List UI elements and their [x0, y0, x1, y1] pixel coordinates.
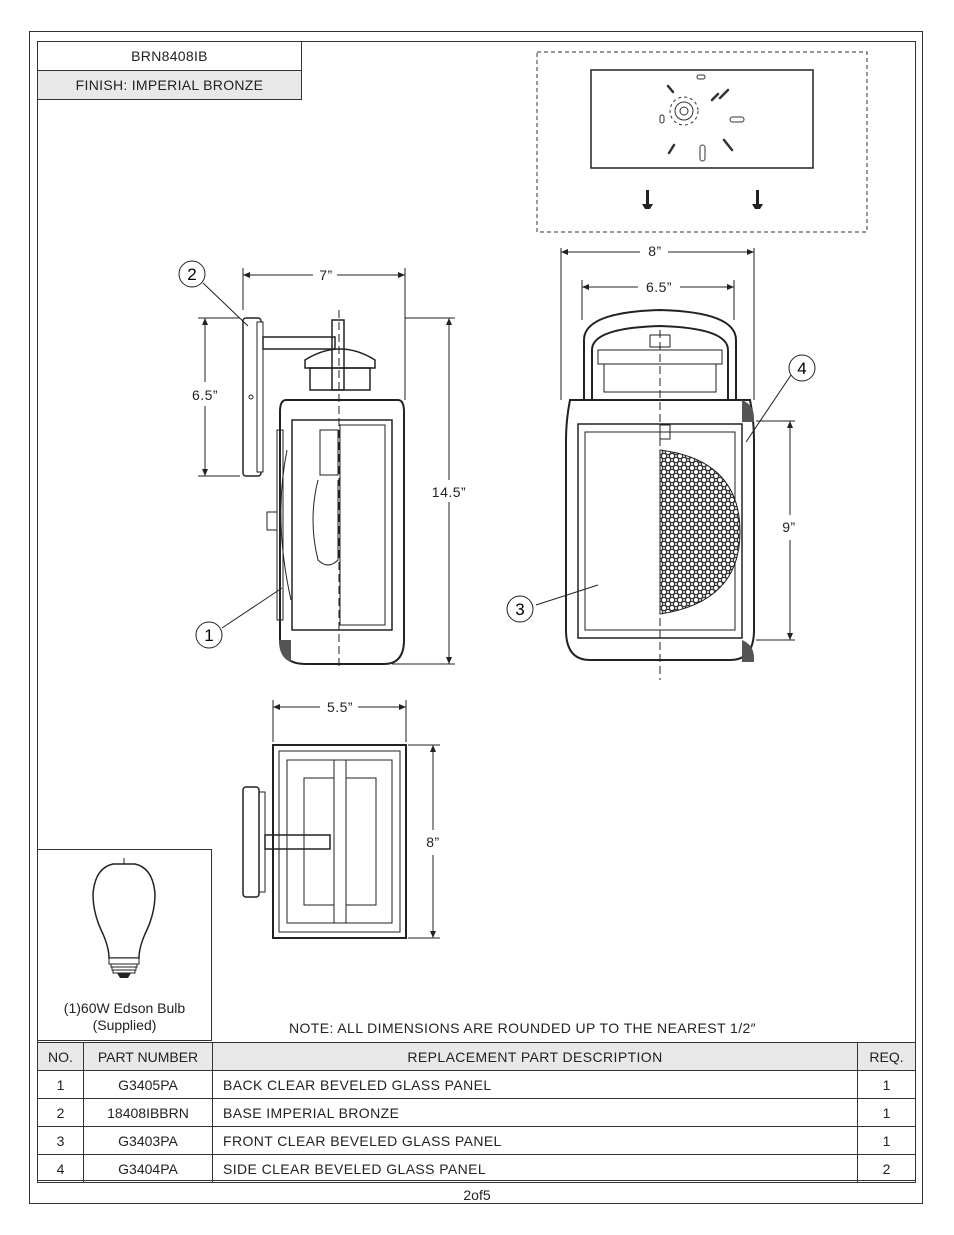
table-row: 4 G3404PA SIDE CLEAR BEVELED GLASS PANEL…	[37, 1154, 916, 1183]
dimensions-note: NOTE: ALL DIMENSIONS ARE ROUNDED UP TO T…	[289, 1020, 757, 1036]
row-part-number: 18408IBBRN	[83, 1098, 213, 1127]
side-view	[198, 268, 455, 668]
callout-2: 2	[178, 260, 206, 288]
row-req: 1	[857, 1098, 916, 1127]
row-no: 1	[37, 1070, 84, 1099]
header-no: NO.	[37, 1042, 84, 1071]
svg-text:1: 1	[204, 626, 213, 645]
parts-table: NO. PART NUMBER REPLACEMENT PART DESCRIP…	[37, 1042, 916, 1183]
outer-frame	[29, 31, 923, 1204]
callout-4: 4	[788, 354, 816, 382]
dim-overall-height: 14.5”	[432, 484, 466, 500]
row-part-number: G3404PA	[83, 1154, 213, 1183]
screw-icon	[642, 190, 653, 209]
row-description: BASE IMPERIAL BRONZE	[212, 1098, 858, 1127]
callout-1: 1	[195, 621, 223, 649]
mounting-bracket-detail	[536, 51, 868, 233]
table-row: 2 18408IBBRN BASE IMPERIAL BRONZE 1	[37, 1098, 916, 1127]
header-description: REPLACEMENT PART DESCRIPTION	[212, 1042, 858, 1071]
svg-text:2: 2	[187, 265, 196, 284]
row-description: BACK CLEAR BEVELED GLASS PANEL	[212, 1070, 858, 1099]
page-number: 2of5	[463, 1187, 491, 1203]
top-view	[242, 700, 440, 939]
dim-side-width: 7”	[319, 267, 332, 283]
row-no: 3	[37, 1126, 84, 1155]
dim-front-width: 8”	[648, 243, 661, 259]
dim-backplate-height: 6.5”	[192, 387, 218, 403]
front-view	[535, 248, 795, 680]
dim-arm-width: 6.5”	[646, 279, 672, 295]
bulb-box: (1)60W Edson Bulb (Supplied)	[37, 849, 212, 1041]
screw-icon	[752, 190, 763, 209]
row-part-number: G3405PA	[83, 1070, 213, 1099]
row-req: 1	[857, 1126, 916, 1155]
row-req: 2	[857, 1154, 916, 1183]
bulb-supplied-note: (Supplied)	[92, 1017, 157, 1033]
row-req: 1	[857, 1070, 916, 1099]
row-description: SIDE CLEAR BEVELED GLASS PANEL	[212, 1154, 858, 1183]
header-req: REQ.	[857, 1042, 916, 1071]
dim-panel-height: 9”	[782, 519, 795, 535]
finish-label: FINISH: IMPERIAL BRONZE	[37, 70, 302, 100]
bulb-caption: (1)60W Edson Bulb	[63, 1000, 186, 1016]
table-header-row: NO. PART NUMBER REPLACEMENT PART DESCRIP…	[37, 1042, 916, 1071]
svg-text:3: 3	[515, 600, 524, 619]
header-part-number: PART NUMBER	[83, 1042, 213, 1071]
table-row: 3 G3403PA FRONT CLEAR BEVELED GLASS PANE…	[37, 1126, 916, 1155]
row-no: 4	[37, 1154, 84, 1183]
dim-top-depth: 8”	[426, 834, 439, 850]
edison-bulb-icon	[92, 858, 156, 978]
svg-text:4: 4	[797, 359, 806, 378]
row-part-number: G3403PA	[83, 1126, 213, 1155]
table-row: 1 G3405PA BACK CLEAR BEVELED GLASS PANEL…	[37, 1070, 916, 1099]
dim-top-width: 5.5”	[327, 699, 353, 715]
row-description: FRONT CLEAR BEVELED GLASS PANEL	[212, 1126, 858, 1155]
callout-3: 3	[506, 595, 534, 623]
row-no: 2	[37, 1098, 84, 1127]
model-number: BRN8408IB	[37, 41, 302, 71]
